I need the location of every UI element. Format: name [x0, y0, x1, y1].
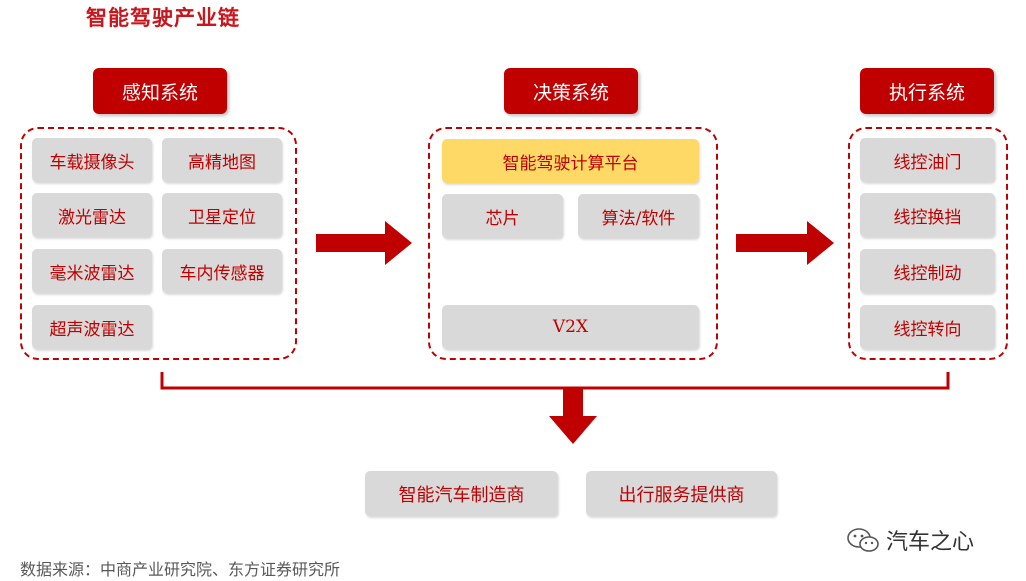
perception-item-ultrasonic-radar: 超声波雷达 — [32, 305, 152, 349]
wechat-icon — [847, 528, 879, 552]
execution-item-throttle: 线控油门 — [860, 138, 995, 182]
arrow-right-decision-to-execution — [736, 221, 834, 265]
execution-header: 执行系统 — [860, 68, 994, 114]
decision-chip: 芯片 — [442, 194, 563, 238]
data-source-note: 数据来源：中商产业研究院、东方证券研究所 — [20, 560, 341, 579]
diagram-title: 智能驾驶产业链 — [86, 6, 240, 30]
execution-item-shift: 线控换挡 — [860, 193, 995, 237]
execution-item-brake: 线控制动 — [860, 249, 995, 293]
perception-item-lidar: 激光雷达 — [32, 193, 152, 237]
watermark: 汽车之心 — [846, 524, 974, 556]
arrow-down-to-outputs — [549, 388, 597, 444]
decision-v2x: V2X — [442, 305, 699, 349]
bottom-bracket-line — [160, 372, 950, 390]
decision-algorithm-software: 算法/软件 — [578, 194, 699, 238]
perception-item-gnss: 卫星定位 — [162, 193, 282, 237]
perception-item-mmwave-radar: 毫米波雷达 — [32, 249, 152, 293]
decision-computing-platform: 智能驾驶计算平台 — [442, 139, 699, 183]
arrow-right-perception-to-decision — [316, 221, 412, 265]
watermark-text: 汽车之心 — [886, 530, 975, 555]
decision-header: 决策系统 — [504, 68, 638, 114]
execution-group — [848, 127, 1008, 360]
perception-item-camera: 车载摄像头 — [32, 138, 152, 182]
decision-group — [428, 127, 718, 360]
perception-item-cabin-sensor: 车内传感器 — [162, 249, 282, 293]
perception-item-hd-map: 高精地图 — [162, 138, 282, 182]
perception-group — [20, 127, 297, 360]
perception-header: 感知系统 — [93, 68, 227, 114]
output-smart-car-maker: 智能汽车制造商 — [365, 471, 558, 516]
execution-item-steering: 线控转向 — [860, 305, 995, 349]
output-mobility-service-provider: 出行服务提供商 — [586, 471, 777, 516]
